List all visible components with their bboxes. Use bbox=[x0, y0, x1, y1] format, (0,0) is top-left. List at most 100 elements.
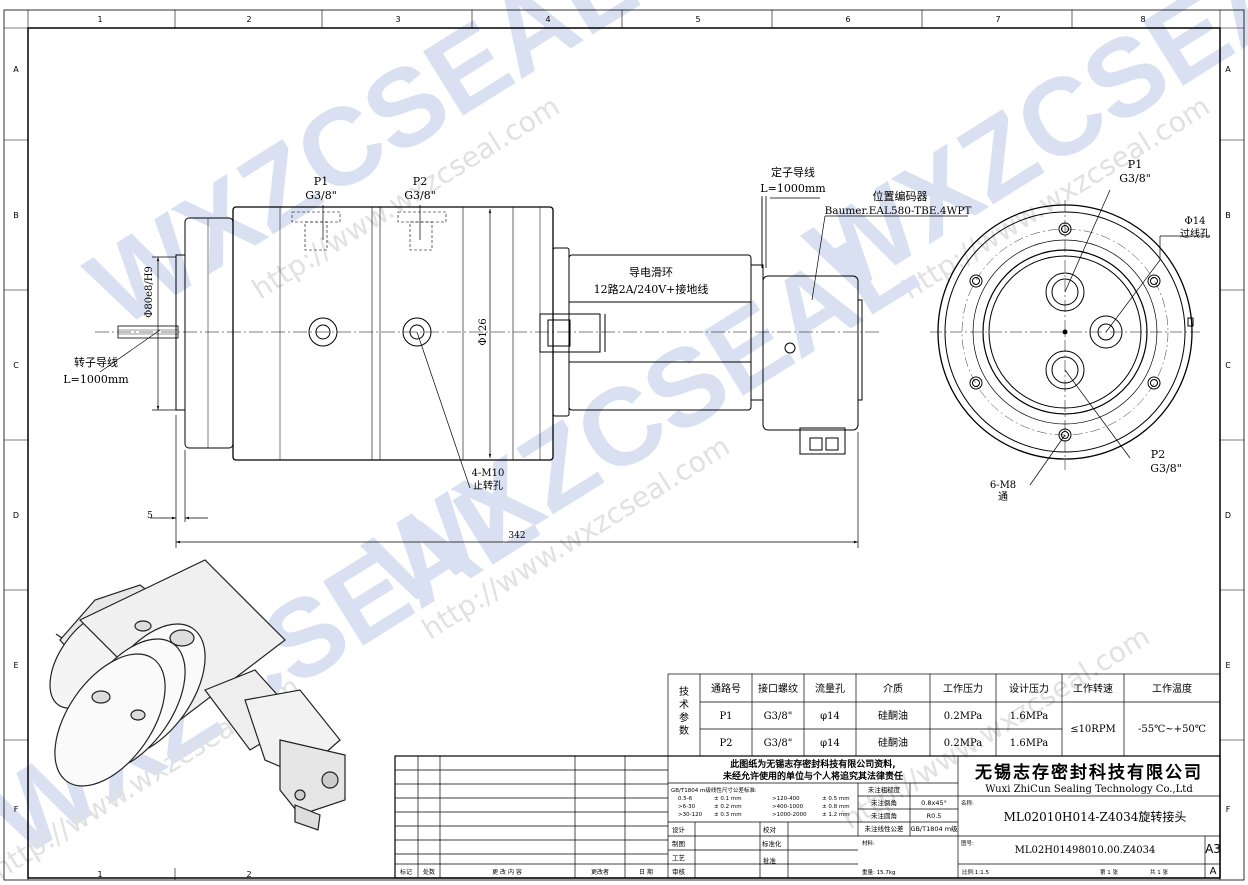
standard-label: 标准化 bbox=[762, 839, 782, 848]
tech-header: 工作转速 bbox=[1073, 682, 1113, 695]
tech-header: 介质 bbox=[883, 683, 903, 695]
p1-thread: G3/8" bbox=[305, 189, 337, 202]
col-label: 6 bbox=[845, 15, 850, 24]
row-label: C bbox=[13, 361, 19, 370]
tech-cell: φ14 bbox=[820, 738, 840, 749]
tech-cell: G3/8" bbox=[764, 738, 793, 749]
tech-speed: ≤10RPM bbox=[1070, 724, 1116, 735]
tol-cell: >30-120 bbox=[678, 812, 703, 818]
chamfer-value: 0.8x45° bbox=[921, 799, 947, 807]
col-label: 8 bbox=[1140, 15, 1145, 24]
stator-wire-length: L=1000mm bbox=[760, 182, 826, 195]
tech-side-label: 参 bbox=[679, 711, 689, 724]
review-label: 审核 bbox=[672, 867, 686, 876]
tol-cell: >400-1000 bbox=[772, 804, 804, 810]
frame-row-labels: A B C D E F A B C D E F bbox=[13, 65, 1231, 814]
row-label: B bbox=[13, 211, 19, 220]
total-length-dimension: 342 bbox=[508, 531, 525, 541]
design-label: 设计 bbox=[672, 825, 686, 834]
end-hole-diameter: Φ14 bbox=[1185, 216, 1206, 227]
col-label: 5 bbox=[695, 15, 700, 24]
row-label: E bbox=[13, 661, 18, 670]
tech-header: 流量孔 bbox=[815, 682, 845, 695]
roughness-label: 未注粗糙度 bbox=[868, 785, 901, 794]
end-labels: P1 G3/8" Φ14 过线孔 P2 G3/8" 6-M8 通 bbox=[990, 158, 1210, 503]
sheet-size: A3 bbox=[1205, 842, 1221, 856]
rev-content-label: 更 改 内 容 bbox=[492, 868, 522, 876]
company-name-cn: 无锡志存密封科技有限公司 bbox=[974, 762, 1203, 783]
revision: A bbox=[1210, 866, 1217, 877]
tol-cell: ± 0.8 mm bbox=[822, 804, 850, 810]
part-name: ML02010H014-Z4034旋转接头 bbox=[1004, 809, 1187, 824]
rev-count-label: 处数 bbox=[423, 868, 435, 876]
row-label: E bbox=[1225, 661, 1230, 670]
col-label: 1 bbox=[97, 15, 102, 24]
row-label: A bbox=[1225, 65, 1231, 74]
col-label: 4 bbox=[545, 15, 550, 24]
title-block bbox=[394, 755, 1221, 879]
tech-cell: 1.6MPa bbox=[1010, 711, 1048, 722]
isometric-view bbox=[49, 559, 346, 831]
tech-side-label: 数 bbox=[679, 724, 689, 737]
rotor-wire-length: L=1000mm bbox=[63, 373, 129, 386]
col-label: 2 bbox=[246, 870, 251, 879]
watermark-brand: WXZCSEAL bbox=[68, 0, 657, 350]
scale-text: 比例:1:1.5 bbox=[962, 868, 989, 876]
tech-cell: 硅酮油 bbox=[878, 709, 908, 722]
sheet-count: 共 1 张 bbox=[1150, 868, 1168, 876]
process-label: 工艺 bbox=[672, 854, 686, 862]
tol-cell: 0.5-6 bbox=[678, 796, 693, 802]
rev-date-label: 日 期 bbox=[639, 868, 653, 876]
company-name-en: Wuxi ZhiCun Sealing Technology Co.,Ltd bbox=[985, 784, 1193, 795]
tol-cell: >120-400 bbox=[772, 796, 800, 802]
tolerance-title: GB/T1804 m级线性尺寸公差标准: bbox=[671, 786, 757, 794]
row-label: D bbox=[1225, 511, 1231, 520]
drawing-number: ML02H01498010.00.Z4034 bbox=[1015, 845, 1156, 856]
tech-table-text: 技 术 参 数 通路号 接口螺纹 流量孔 介质 工作压力 设计压力 工作转速 工… bbox=[679, 682, 1206, 749]
stop-hole-spec: 4-M10 bbox=[472, 468, 505, 479]
row-label: D bbox=[13, 511, 19, 520]
draw-label: 制图 bbox=[672, 839, 685, 848]
fillet-label: 未注圆角 bbox=[871, 811, 897, 820]
end-hole-note: 过线孔 bbox=[1180, 227, 1210, 240]
name-label: 名称: bbox=[961, 799, 974, 807]
notice-line-1: 此图纸为无锡志存密封科技有限公司资料, bbox=[730, 758, 895, 770]
title-block-text: 此图纸为无锡志存密封科技有限公司资料, 未经允许使用的单位与个人将追究其法律责任… bbox=[400, 758, 1221, 877]
p2-thread: G3/8" bbox=[404, 189, 436, 202]
tech-cell: φ14 bbox=[820, 711, 840, 722]
p2-label: P2 bbox=[413, 175, 427, 188]
rev-signer-label: 更改者 bbox=[591, 868, 609, 876]
bolt-holes-spec: 6-M8 bbox=[990, 480, 1016, 491]
tol-cell: ± 0.3 mm bbox=[714, 812, 742, 818]
side-labels: P1 G3/8" P2 G3/8" 定子导线 L=1000mm 位置编码器 Ba… bbox=[63, 165, 971, 541]
encoder-title: 位置编码器 bbox=[873, 189, 928, 203]
col-label: 2 bbox=[246, 15, 251, 24]
end-p1-thread: G3/8" bbox=[1119, 172, 1151, 185]
tech-header: 工作温度 bbox=[1152, 682, 1192, 695]
encoder-model: Baumer.EAL580-TBE.4WPT bbox=[825, 205, 972, 217]
drawing-number-label: 图号: bbox=[961, 839, 974, 847]
offset-dimension: 5 bbox=[147, 511, 153, 521]
row-label: C bbox=[1225, 361, 1231, 370]
linear-tolerance-label: 未注线性公差 bbox=[865, 824, 905, 833]
tol-cell: ± 1.2 mm bbox=[822, 812, 850, 818]
tech-header: 接口螺纹 bbox=[758, 682, 798, 695]
tech-header: 工作压力 bbox=[943, 682, 983, 695]
bolt-holes-note: 通 bbox=[998, 491, 1008, 503]
chamfer-label: 未注倒角 bbox=[871, 798, 897, 807]
tech-side-label: 术 bbox=[679, 699, 689, 711]
row-label: A bbox=[13, 65, 19, 74]
stator-wire-title: 定子导线 bbox=[771, 165, 815, 179]
linear-tolerance-value: GB/T1804 m级 bbox=[910, 824, 958, 833]
tol-cell: ± 0.1 mm bbox=[714, 796, 742, 802]
flange-diameter: Φ80e8/H9 bbox=[144, 266, 155, 318]
slipring-spec: 12路2A/240V+接地线 bbox=[594, 282, 709, 296]
end-p1-label: P1 bbox=[1128, 158, 1142, 171]
tech-cell: P2 bbox=[719, 738, 732, 749]
col-label: 1 bbox=[97, 870, 102, 879]
frame-column-labels: 1 2 3 4 5 6 7 8 1 2 bbox=[97, 15, 1145, 879]
p1-label: P1 bbox=[314, 175, 328, 188]
sheet-number: 第 1 张 bbox=[1100, 868, 1118, 876]
tech-header: 设计压力 bbox=[1009, 682, 1049, 695]
end-p2-thread: G3/8" bbox=[1150, 462, 1182, 475]
